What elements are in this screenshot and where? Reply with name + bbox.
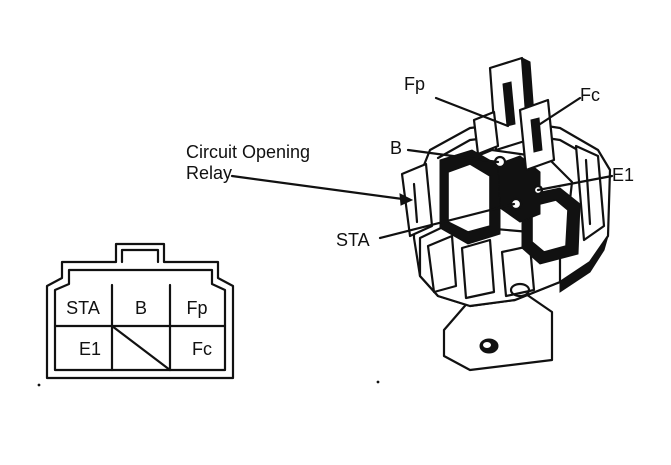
label-pin-b: B — [390, 138, 402, 158]
connector-cell-e1: E1 — [79, 339, 101, 359]
relay-right-rib-line — [584, 158, 592, 226]
connector-cell-sta: STA — [66, 298, 100, 318]
relay-fc-blade-slot — [530, 117, 543, 153]
bracket-bolt-hole-inner — [483, 342, 491, 348]
relay-illustration — [400, 56, 612, 372]
relay-housing-shadow — [559, 235, 609, 293]
relay-left-ear — [400, 162, 434, 238]
relay-socket-slot-mid — [460, 238, 496, 300]
connector-face: STA B Fp E1 Fc — [45, 242, 235, 380]
leader-fc — [532, 96, 582, 130]
scan-speck — [37, 383, 41, 387]
leader-sta — [378, 202, 516, 240]
relay-fp-blade-slot — [502, 81, 516, 127]
connector-cell-fc: Fc — [192, 339, 212, 359]
relay-base-hole — [509, 282, 531, 298]
leader-e1 — [536, 174, 614, 192]
relay-socket-slot-left — [426, 234, 458, 294]
relay-socket-slot-right — [500, 244, 536, 298]
relay-dark-block-right-face — [531, 199, 569, 253]
relay-labels: Circuit Opening Relay Fp Fc B E1 STA — [186, 74, 634, 250]
label-pin-sta: STA — [336, 230, 370, 250]
leader-b — [406, 148, 500, 164]
label-pin-fp: Fp — [404, 74, 425, 94]
leader-fp — [434, 96, 510, 128]
relay-left-ear-slot — [412, 182, 419, 224]
relay-dark-block-left-face — [447, 163, 491, 233]
connector-blank-cell-diagonal — [110, 324, 172, 372]
connector-latch — [120, 248, 160, 264]
leader-circuit-opening-relay-arrow — [399, 193, 414, 206]
connector-outer-outline — [45, 242, 235, 380]
connector-cell-fp: Fp — [186, 298, 207, 318]
connector-cell-b: B — [135, 298, 147, 318]
label-circuit-opening-line2: Relay — [186, 163, 232, 183]
relay-fp-tab — [472, 110, 500, 156]
leader-circuit-opening-relay — [230, 174, 412, 202]
leader-lines — [230, 96, 614, 240]
label-circuit-opening-line1: Circuit Opening — [186, 142, 310, 162]
label-pin-e1: E1 — [612, 165, 634, 185]
label-pin-fc: Fc — [580, 85, 600, 105]
relay-right-rib — [574, 144, 606, 242]
scan-speck — [376, 380, 380, 384]
